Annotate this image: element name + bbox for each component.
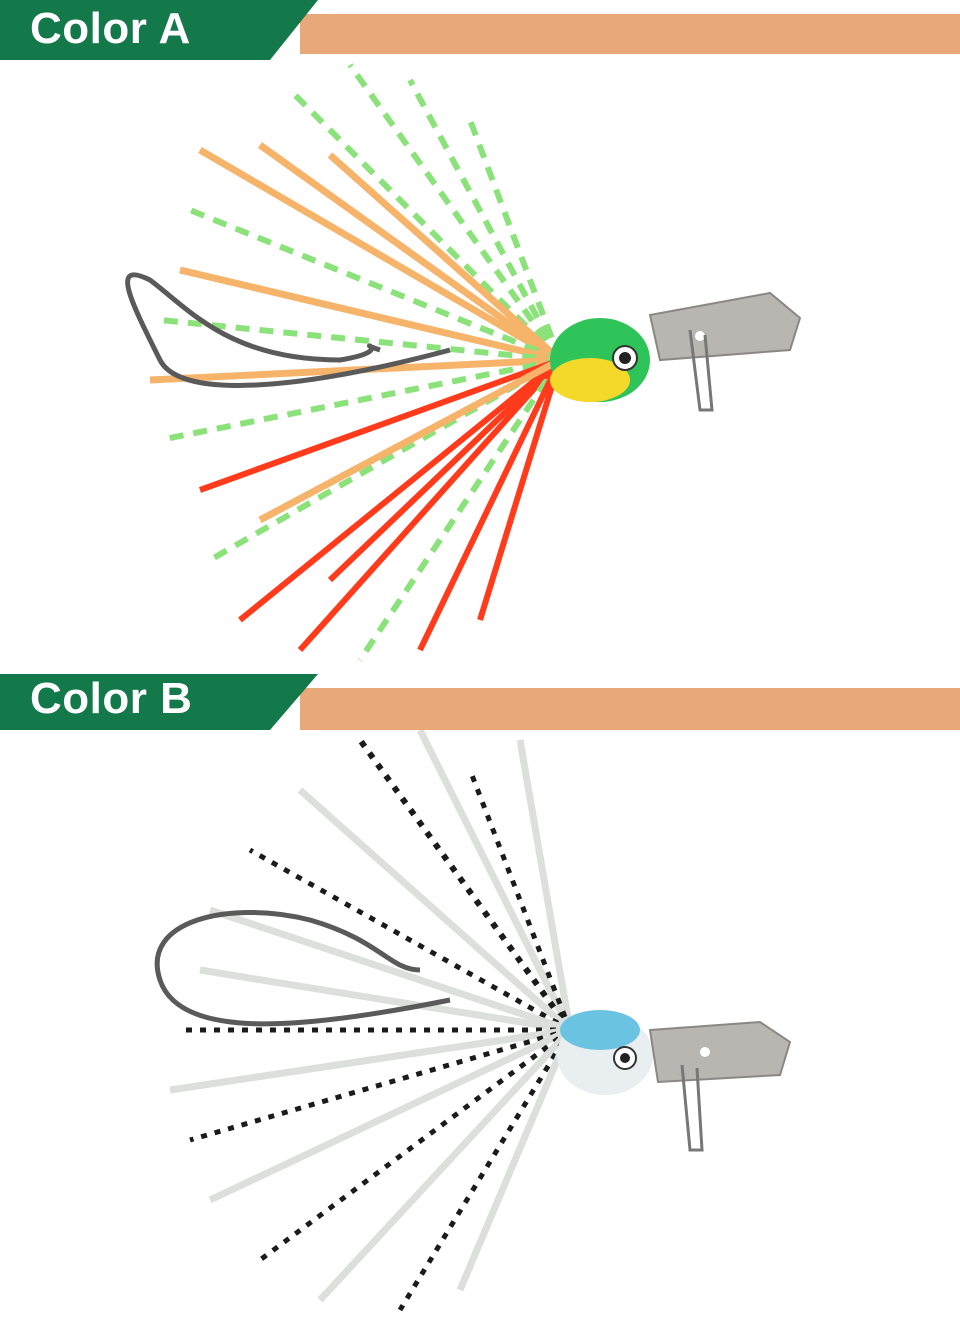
color-a-header: Color A [0, 0, 960, 60]
color-a-skirt [149, 63, 563, 662]
header-green-tab [0, 674, 318, 730]
color-a-blade [648, 291, 802, 362]
color-a-hook [125, 272, 451, 388]
color-a-header-shape [0, 0, 960, 60]
color-b-label: Color B [30, 674, 193, 723]
header-tan-bar [300, 688, 960, 730]
color-b-header-shape [0, 674, 960, 730]
color-b-snap [680, 1064, 704, 1152]
color-a-label: Color A [30, 4, 191, 53]
color-b-skirt [169, 730, 574, 1312]
header-tan-bar [300, 14, 960, 54]
color-a-lure-photo [125, 63, 802, 662]
color-a-section: Color A [0, 0, 960, 662]
color-a-snap [688, 329, 714, 412]
color-b-lure-photo [154, 730, 792, 1312]
color-b-hook [154, 910, 451, 1027]
color-b-blade [648, 1020, 792, 1084]
header-green-tab [0, 0, 318, 60]
color-b-header: Color B [0, 670, 960, 730]
color-b-section: Color B [0, 670, 960, 1320]
